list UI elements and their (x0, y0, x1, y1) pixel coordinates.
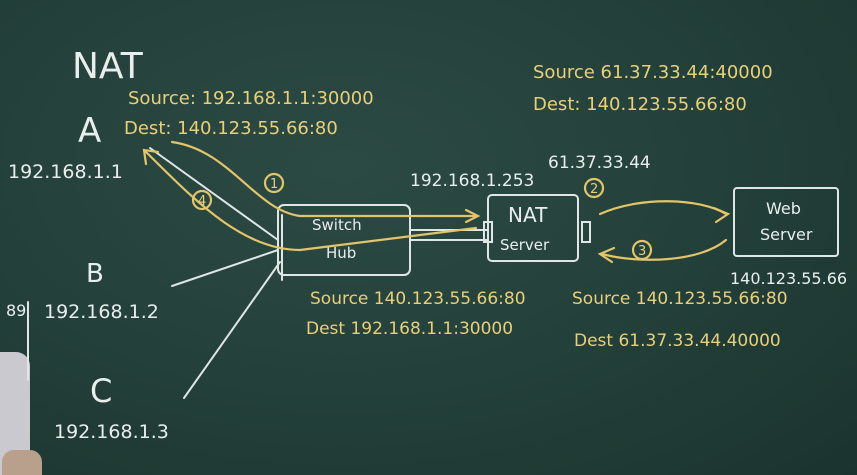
step2-circle (583, 177, 605, 199)
packet4-source: Source 140.123.55.66:80 (310, 289, 526, 309)
edge-mark: 89 (6, 301, 26, 320)
web-ip: 140.123.55.66 (730, 269, 847, 288)
arrow-step4-head (142, 148, 160, 166)
step2-number: 2 (590, 182, 598, 197)
host-b-label: B (86, 259, 104, 289)
nat-outer-ip: 61.37.33.44 (548, 153, 651, 173)
packet4-dest: Dest 192.168.1.1:30000 (306, 319, 513, 339)
arrow-step3-head (597, 246, 616, 264)
arrow-step2 (598, 200, 728, 216)
step3-circle (631, 239, 653, 261)
packet2-dest: Dest: 140.123.55.66:80 (533, 94, 747, 115)
arrow-step1 (170, 140, 478, 218)
link-c-switch (183, 261, 281, 399)
host-b-ip: 192.168.1.2 (44, 301, 159, 323)
host-a-ip: 192.168.1.1 (8, 161, 123, 183)
host-c-label: C (90, 372, 112, 410)
nat-outer-port (581, 221, 591, 243)
nat-inner-ip: 192.168.1.253 (410, 171, 534, 191)
web-label-line2: Server (760, 225, 813, 244)
step4-circle (191, 189, 213, 211)
link-b-switch (171, 249, 279, 287)
presenter-hand (2, 450, 42, 475)
step3-number: 3 (638, 244, 646, 259)
arrow-step3 (600, 238, 728, 261)
arrow-step2-head (712, 206, 731, 224)
switch-label-line2: Hub (326, 244, 356, 262)
host-a-label: A (78, 111, 101, 151)
step1-number: 1 (270, 177, 278, 192)
nat-label-line2: Server (500, 236, 550, 254)
arrow-step1-head (464, 208, 481, 224)
title: NAT (72, 46, 144, 87)
switch-label-line1: Switch (312, 216, 362, 234)
packet3-source: Source 140.123.55.66:80 (572, 289, 788, 309)
arrow-step4 (144, 150, 478, 252)
packet1-source: Source: 192.168.1.1:30000 (128, 88, 374, 109)
nat-inner-port (483, 221, 493, 243)
nat-label-line1: NAT (508, 203, 548, 227)
host-c-ip: 192.168.1.3 (54, 421, 169, 443)
step1-circle (263, 172, 285, 194)
packet2-source: Source 61.37.33.44:40000 (533, 62, 773, 83)
step4-number: 4 (198, 194, 206, 209)
packet1-dest: Dest: 140.123.55.66:80 (124, 118, 338, 139)
web-server-box (733, 187, 839, 257)
web-label-line1: Web (766, 199, 801, 218)
link-a-switch (149, 147, 279, 241)
nat-server-box (487, 194, 579, 262)
packet3-dest: Dest 61.37.33.44.40000 (574, 331, 781, 351)
